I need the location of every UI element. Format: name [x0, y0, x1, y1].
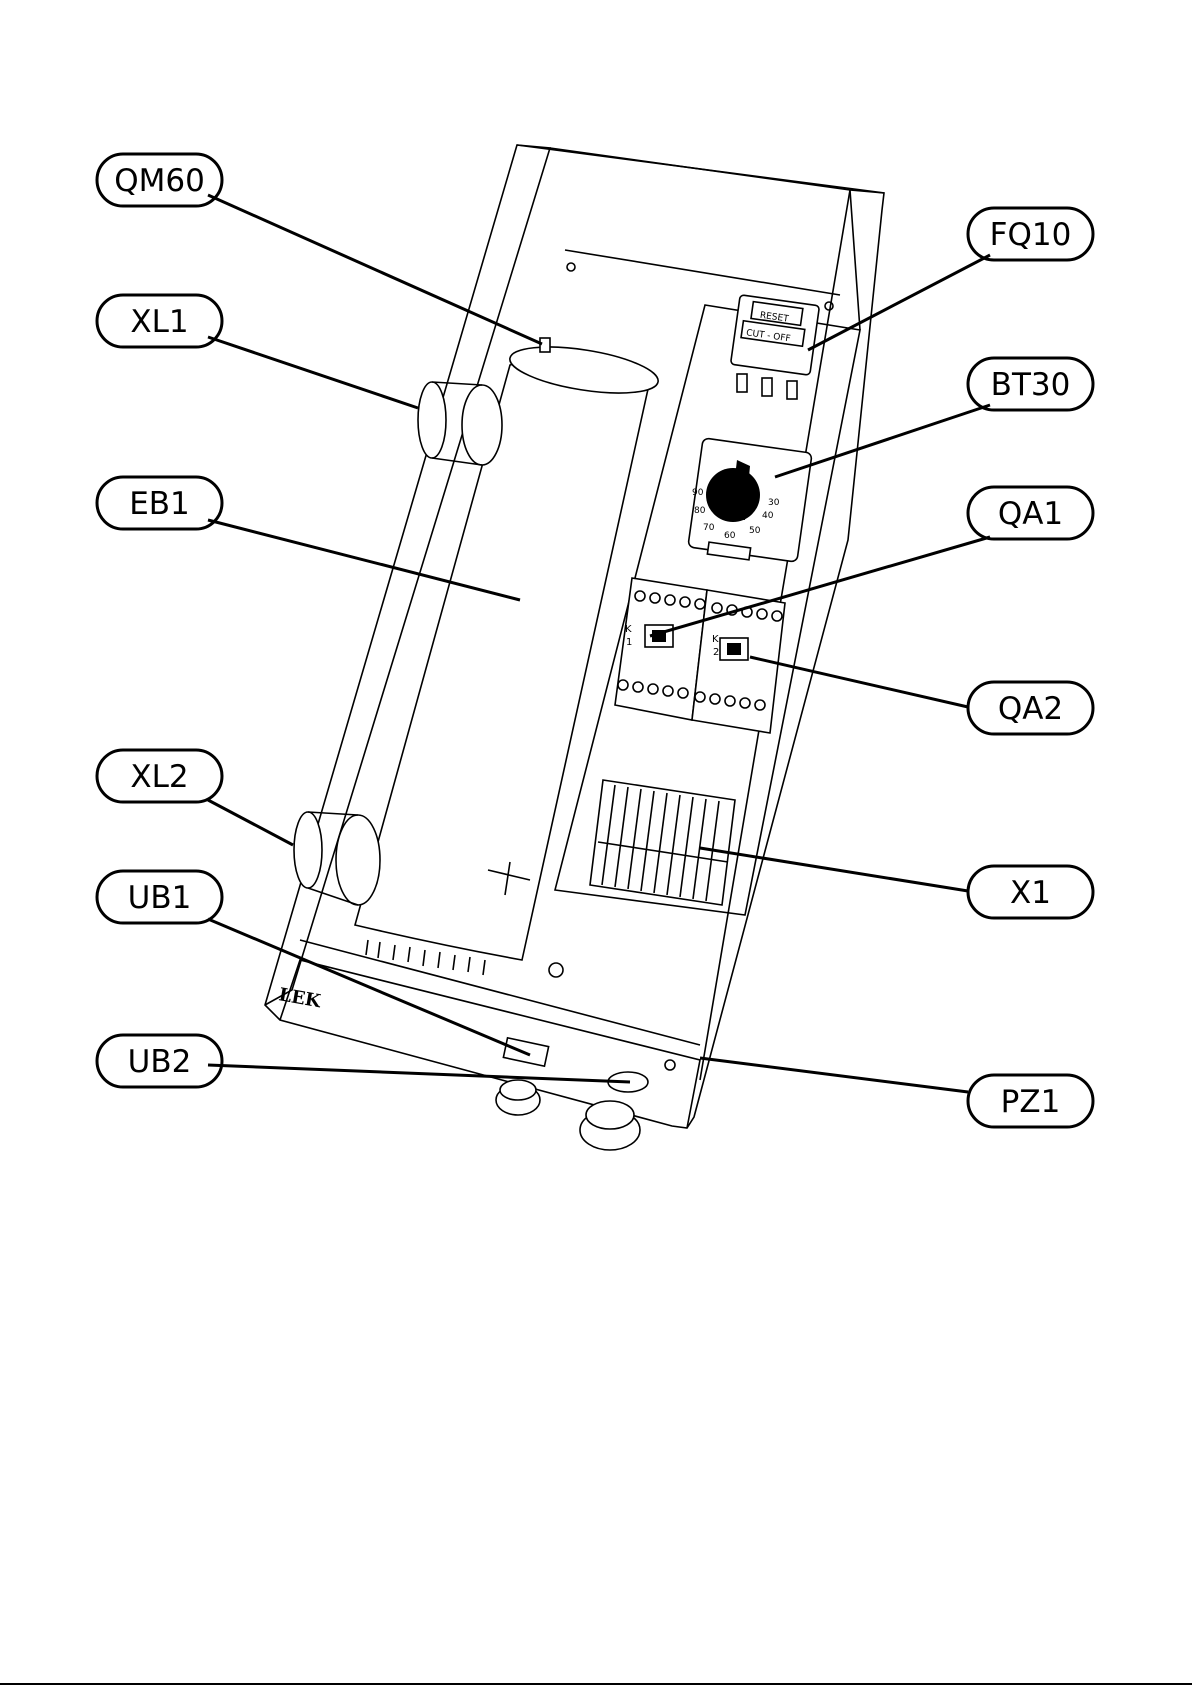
- label-fq10-text: FQ10: [990, 217, 1072, 253]
- leader-pz1: [700, 1058, 968, 1092]
- svg-text:30: 30: [768, 498, 780, 508]
- label-ub1-text: UB1: [128, 880, 192, 916]
- label-bt30: BT30: [968, 358, 1093, 410]
- label-fq10: FQ10: [968, 208, 1093, 260]
- svg-text:1: 1: [626, 637, 632, 648]
- leader-qa1: [650, 537, 990, 636]
- label-eb1-text: EB1: [129, 486, 190, 522]
- leader-ub2: [208, 1065, 630, 1082]
- label-qa1: QA1: [968, 487, 1093, 539]
- pipe-xl2: [294, 812, 380, 905]
- cable-gland-ub2: [580, 1072, 648, 1150]
- svg-text:50: 50: [749, 526, 761, 536]
- label-ub2-text: UB2: [128, 1044, 192, 1080]
- pipe-xl1: [418, 382, 502, 465]
- label-qm60: QM60: [97, 154, 222, 206]
- thermostat: 90 80 70 60 50 40 30: [688, 438, 812, 562]
- leader-qm60: [208, 195, 542, 344]
- label-qa1-text: QA1: [998, 496, 1063, 532]
- label-eb1: EB1: [97, 477, 222, 529]
- leader-fq10: [808, 255, 990, 350]
- label-ub1: UB1: [97, 871, 222, 923]
- label-pz1: PZ1: [968, 1075, 1093, 1127]
- svg-text:80: 80: [694, 506, 706, 516]
- label-ub2: UB2: [97, 1035, 222, 1087]
- leader-xl1: [208, 337, 418, 408]
- leader-xl2: [208, 800, 293, 845]
- label-xl2: XL2: [97, 750, 222, 802]
- drain-screw: [549, 963, 675, 1070]
- label-pz1-text: PZ1: [1001, 1084, 1061, 1120]
- label-x1-text: X1: [1010, 875, 1051, 911]
- svg-text:70: 70: [703, 523, 715, 533]
- svg-text:2: 2: [713, 647, 719, 658]
- label-xl1-text: XL1: [130, 304, 188, 340]
- leader-lines: [208, 195, 990, 1092]
- label-qa2-text: QA2: [998, 691, 1063, 727]
- callout-labels: QM60 XL1 EB1 XL2 UB1 UB2 FQ10 BT30: [97, 154, 1093, 1127]
- svg-text:90: 90: [692, 488, 704, 498]
- label-bt30-text: BT30: [991, 367, 1071, 403]
- contactor-qa1: K 1: [615, 578, 707, 720]
- overheat-protector: RESET CUT - OFF: [731, 295, 820, 399]
- leader-x1: [700, 848, 968, 891]
- svg-text:40: 40: [762, 511, 774, 521]
- label-xl1: XL1: [97, 295, 222, 347]
- svg-text:K: K: [625, 624, 632, 635]
- label-qm60-text: QM60: [114, 163, 205, 199]
- svg-text:60: 60: [724, 531, 736, 541]
- label-x1: X1: [968, 866, 1093, 918]
- label-qa2: QA2: [968, 682, 1093, 734]
- terminal-block: [590, 780, 735, 905]
- label-xl2-text: XL2: [130, 759, 188, 795]
- svg-text:K: K: [712, 634, 719, 645]
- leader-qa2: [750, 657, 968, 707]
